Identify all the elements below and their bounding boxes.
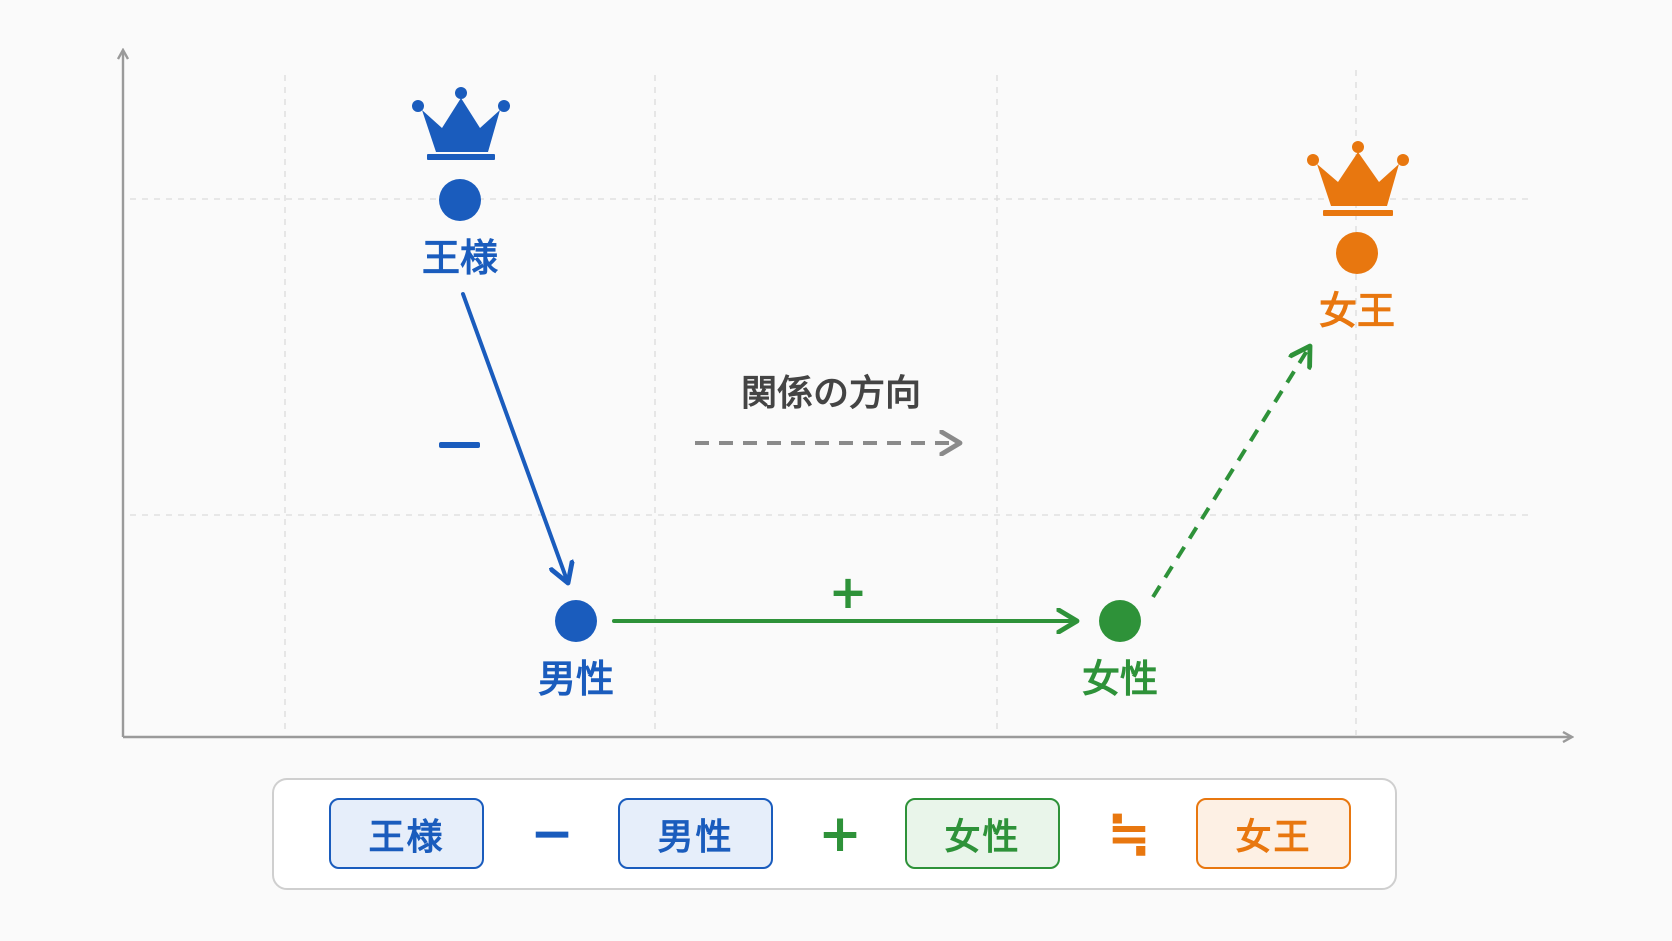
crown-icon [412,87,510,160]
equation-term-man: 男性 [618,798,773,869]
equation-term-woman: 女性 [905,798,1060,869]
plus-sign: + [829,565,868,619]
king-label: 王様 [422,236,499,280]
king-point [439,179,481,221]
woman-label: 女性 [1082,657,1158,701]
woman-point [1099,600,1141,642]
minus-sign-mark [439,442,480,448]
equation-minus: − [530,803,574,864]
woman-to-queen-arrow [1151,346,1310,599]
equation-result-queen: 女王 [1196,798,1351,869]
man-point [555,600,597,642]
legend-label: 関係の方向 [741,373,921,414]
queen-label: 女王 [1319,289,1395,333]
equation-approx-equal: ≒ [1107,803,1151,864]
equation-panel [272,778,1397,890]
axes [123,50,1572,737]
man-label: 男性 [538,657,614,701]
equation-plus: + [818,803,862,864]
equation-term-king: 王様 [329,798,484,869]
crown-icon [1307,141,1409,216]
king-to-man-arrow [461,292,568,583]
queen-point [1336,232,1378,274]
